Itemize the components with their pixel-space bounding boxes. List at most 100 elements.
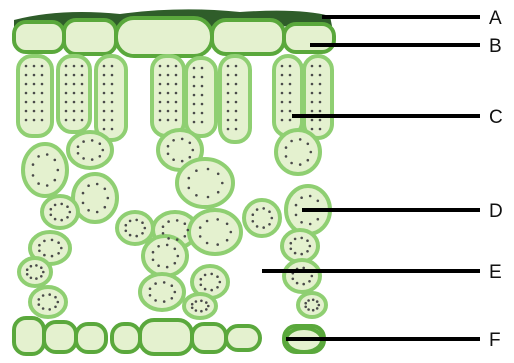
chloroplast [33, 101, 36, 104]
chloroplast [166, 244, 169, 247]
chloroplast [319, 92, 322, 95]
chloroplast [60, 203, 63, 206]
chloroplast [73, 110, 76, 113]
chloroplast [103, 119, 106, 122]
chloroplast [281, 65, 284, 68]
chloroplast [82, 192, 85, 195]
chloroplast [41, 83, 44, 86]
chloroplast [217, 173, 220, 176]
chloroplast [252, 213, 255, 216]
chloroplast [312, 309, 315, 312]
chloroplast [81, 119, 84, 122]
chloroplast [42, 271, 45, 274]
chloroplast [135, 219, 138, 222]
chloroplast [281, 110, 284, 113]
chloroplast [111, 119, 114, 122]
chloroplast [42, 307, 45, 310]
chloroplast [201, 76, 204, 79]
chloroplast [103, 65, 106, 68]
chloroplast [216, 286, 219, 289]
chloroplast [102, 149, 105, 152]
chloroplast [200, 310, 203, 313]
chloroplast [26, 273, 29, 276]
chloroplast [210, 289, 213, 292]
chloroplast [294, 252, 297, 255]
label-c: C [489, 107, 503, 128]
chloroplast [235, 83, 238, 86]
chloroplast [159, 83, 162, 86]
chloroplast [193, 85, 196, 88]
chloroplast [227, 74, 230, 77]
chloroplast [57, 169, 60, 172]
chloroplast [295, 204, 298, 207]
chloroplast [289, 83, 292, 86]
chloroplast [281, 74, 284, 77]
chloroplast [175, 101, 178, 104]
chloroplast [184, 222, 187, 225]
chloroplast [91, 158, 94, 161]
chloroplast [46, 184, 49, 187]
chloroplast [167, 119, 170, 122]
chloroplast [262, 226, 265, 229]
chloroplast [51, 255, 54, 258]
chloroplast [311, 83, 314, 86]
chloroplast [50, 214, 53, 217]
chloroplast [125, 224, 128, 227]
chloroplast [25, 92, 28, 95]
chloroplast [311, 74, 314, 77]
chloroplast [43, 254, 46, 257]
chloroplast [195, 194, 198, 197]
chloroplast [129, 220, 132, 223]
chloroplast [174, 262, 177, 265]
chloroplast [189, 142, 192, 145]
chloroplast [175, 65, 178, 68]
chloroplast [82, 202, 85, 205]
chloroplast [201, 94, 204, 97]
chloroplast [103, 92, 106, 95]
chloroplast [310, 151, 313, 154]
chloroplast [311, 92, 314, 95]
chloroplast [141, 232, 144, 235]
chloroplast [235, 65, 238, 68]
chloroplast [149, 287, 152, 290]
chloroplast [311, 110, 314, 113]
chloroplast [226, 223, 229, 226]
chloroplast [235, 74, 238, 77]
chloroplast [48, 308, 51, 311]
chloroplast [65, 110, 68, 113]
chloroplast [172, 139, 175, 142]
chloroplast [227, 92, 230, 95]
chloroplast [181, 138, 184, 141]
chloroplast [201, 103, 204, 106]
chloroplast [66, 216, 69, 219]
chloroplast [54, 306, 57, 309]
chloroplast [304, 306, 307, 309]
chloroplast [319, 74, 322, 77]
chloroplast [177, 255, 180, 258]
chloroplast [193, 103, 196, 106]
chloroplast [30, 277, 33, 280]
chloroplast [316, 300, 319, 303]
chloroplast [235, 128, 238, 131]
chloroplast [302, 267, 305, 270]
chloroplast [111, 74, 114, 77]
chloroplast [200, 284, 203, 287]
chloroplast [50, 208, 53, 211]
chloroplast [149, 294, 152, 297]
chloroplast [311, 275, 314, 278]
chloroplast [96, 211, 99, 214]
chloroplast [206, 220, 209, 223]
chloroplast [195, 309, 198, 312]
chloroplast [205, 308, 208, 311]
chloroplast [171, 297, 174, 300]
chloroplast [163, 281, 166, 284]
chloroplast [295, 214, 298, 217]
chloroplast [192, 149, 195, 152]
chloroplast [154, 299, 157, 302]
chloroplast [256, 208, 259, 211]
chloroplast [300, 221, 303, 224]
chloroplast [65, 119, 68, 122]
chloroplast [166, 266, 169, 269]
chloroplast [268, 210, 271, 213]
